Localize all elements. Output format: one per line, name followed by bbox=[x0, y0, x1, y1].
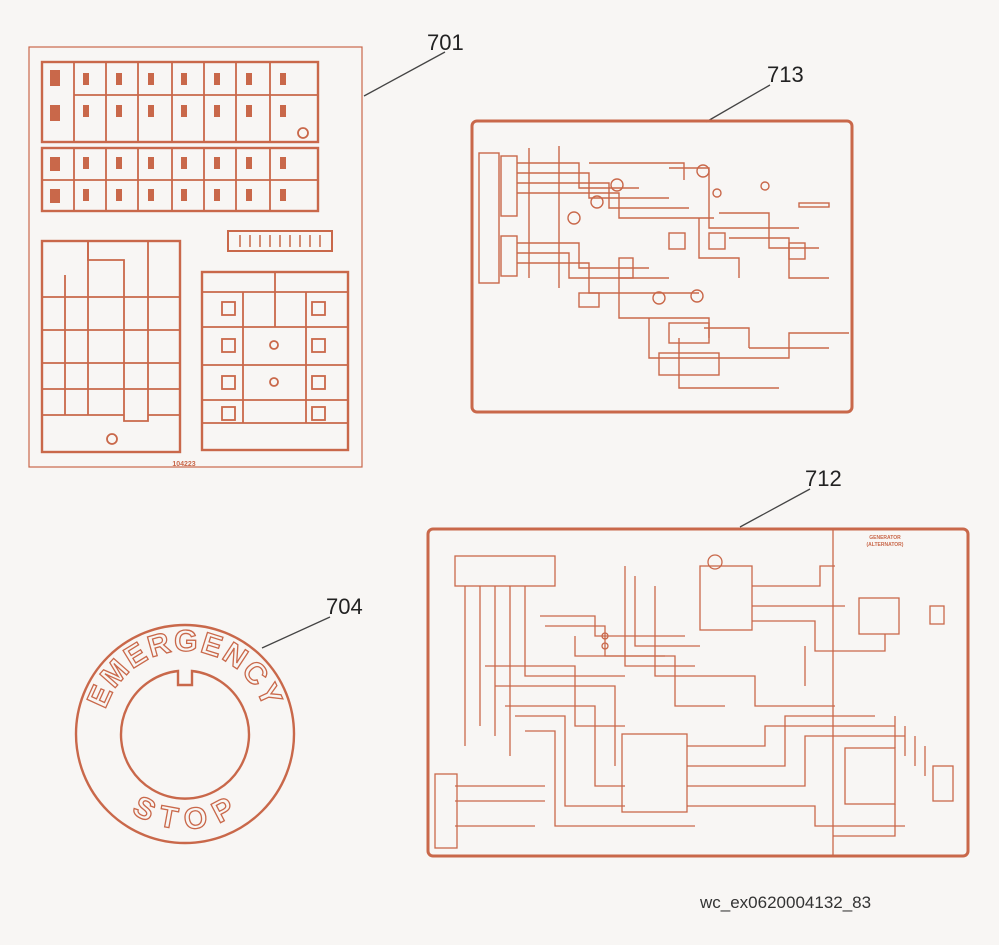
emergency-text-path: EMERGENCY bbox=[81, 624, 288, 713]
wiring-diagram-712: GENERATOR (ALTERNATOR) bbox=[426, 527, 970, 858]
callout-713: 713 bbox=[767, 62, 804, 87]
figure-id: wc_ex0620004132_83 bbox=[700, 893, 872, 912]
callout-704: 704 bbox=[326, 594, 363, 619]
callout-701: 701 bbox=[427, 30, 464, 55]
generator-label-line1: GENERATOR bbox=[869, 535, 901, 541]
leader-704 bbox=[261, 616, 331, 649]
stop-text-path: STOP bbox=[127, 789, 240, 837]
leader-712 bbox=[739, 488, 811, 528]
fuse-decal-panel: 104223 bbox=[28, 46, 363, 468]
emergency-text: EMERGENCY bbox=[81, 625, 289, 713]
wiring-diagram-713 bbox=[470, 119, 854, 414]
callout-712: 712 bbox=[805, 466, 842, 491]
leader-701 bbox=[363, 51, 446, 97]
leader-713 bbox=[705, 84, 771, 123]
emergency-stop-decal: EMERGENCY STOP bbox=[74, 623, 296, 845]
generator-label-line2: (ALTERNATOR) bbox=[867, 542, 904, 548]
stop-text: STOP bbox=[128, 790, 243, 837]
decal-part-number: 104223 bbox=[172, 461, 195, 468]
